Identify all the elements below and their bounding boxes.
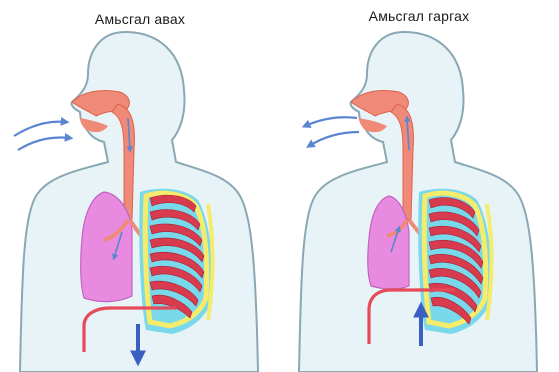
body-silhouette [20,32,258,372]
air-arrow-2 [18,138,70,151]
lung [81,192,132,302]
air-arrow-1 [14,122,66,136]
body-silhouette [299,32,537,372]
inhalation-diagram [0,0,280,372]
exhalation-diagram [279,0,559,372]
air-arrow-1 [305,117,357,126]
inhalation-panel: Амьсгал авах [0,0,280,372]
exhalation-panel: Амьсгал гаргах [279,0,559,372]
air-arrow-2 [309,132,359,146]
